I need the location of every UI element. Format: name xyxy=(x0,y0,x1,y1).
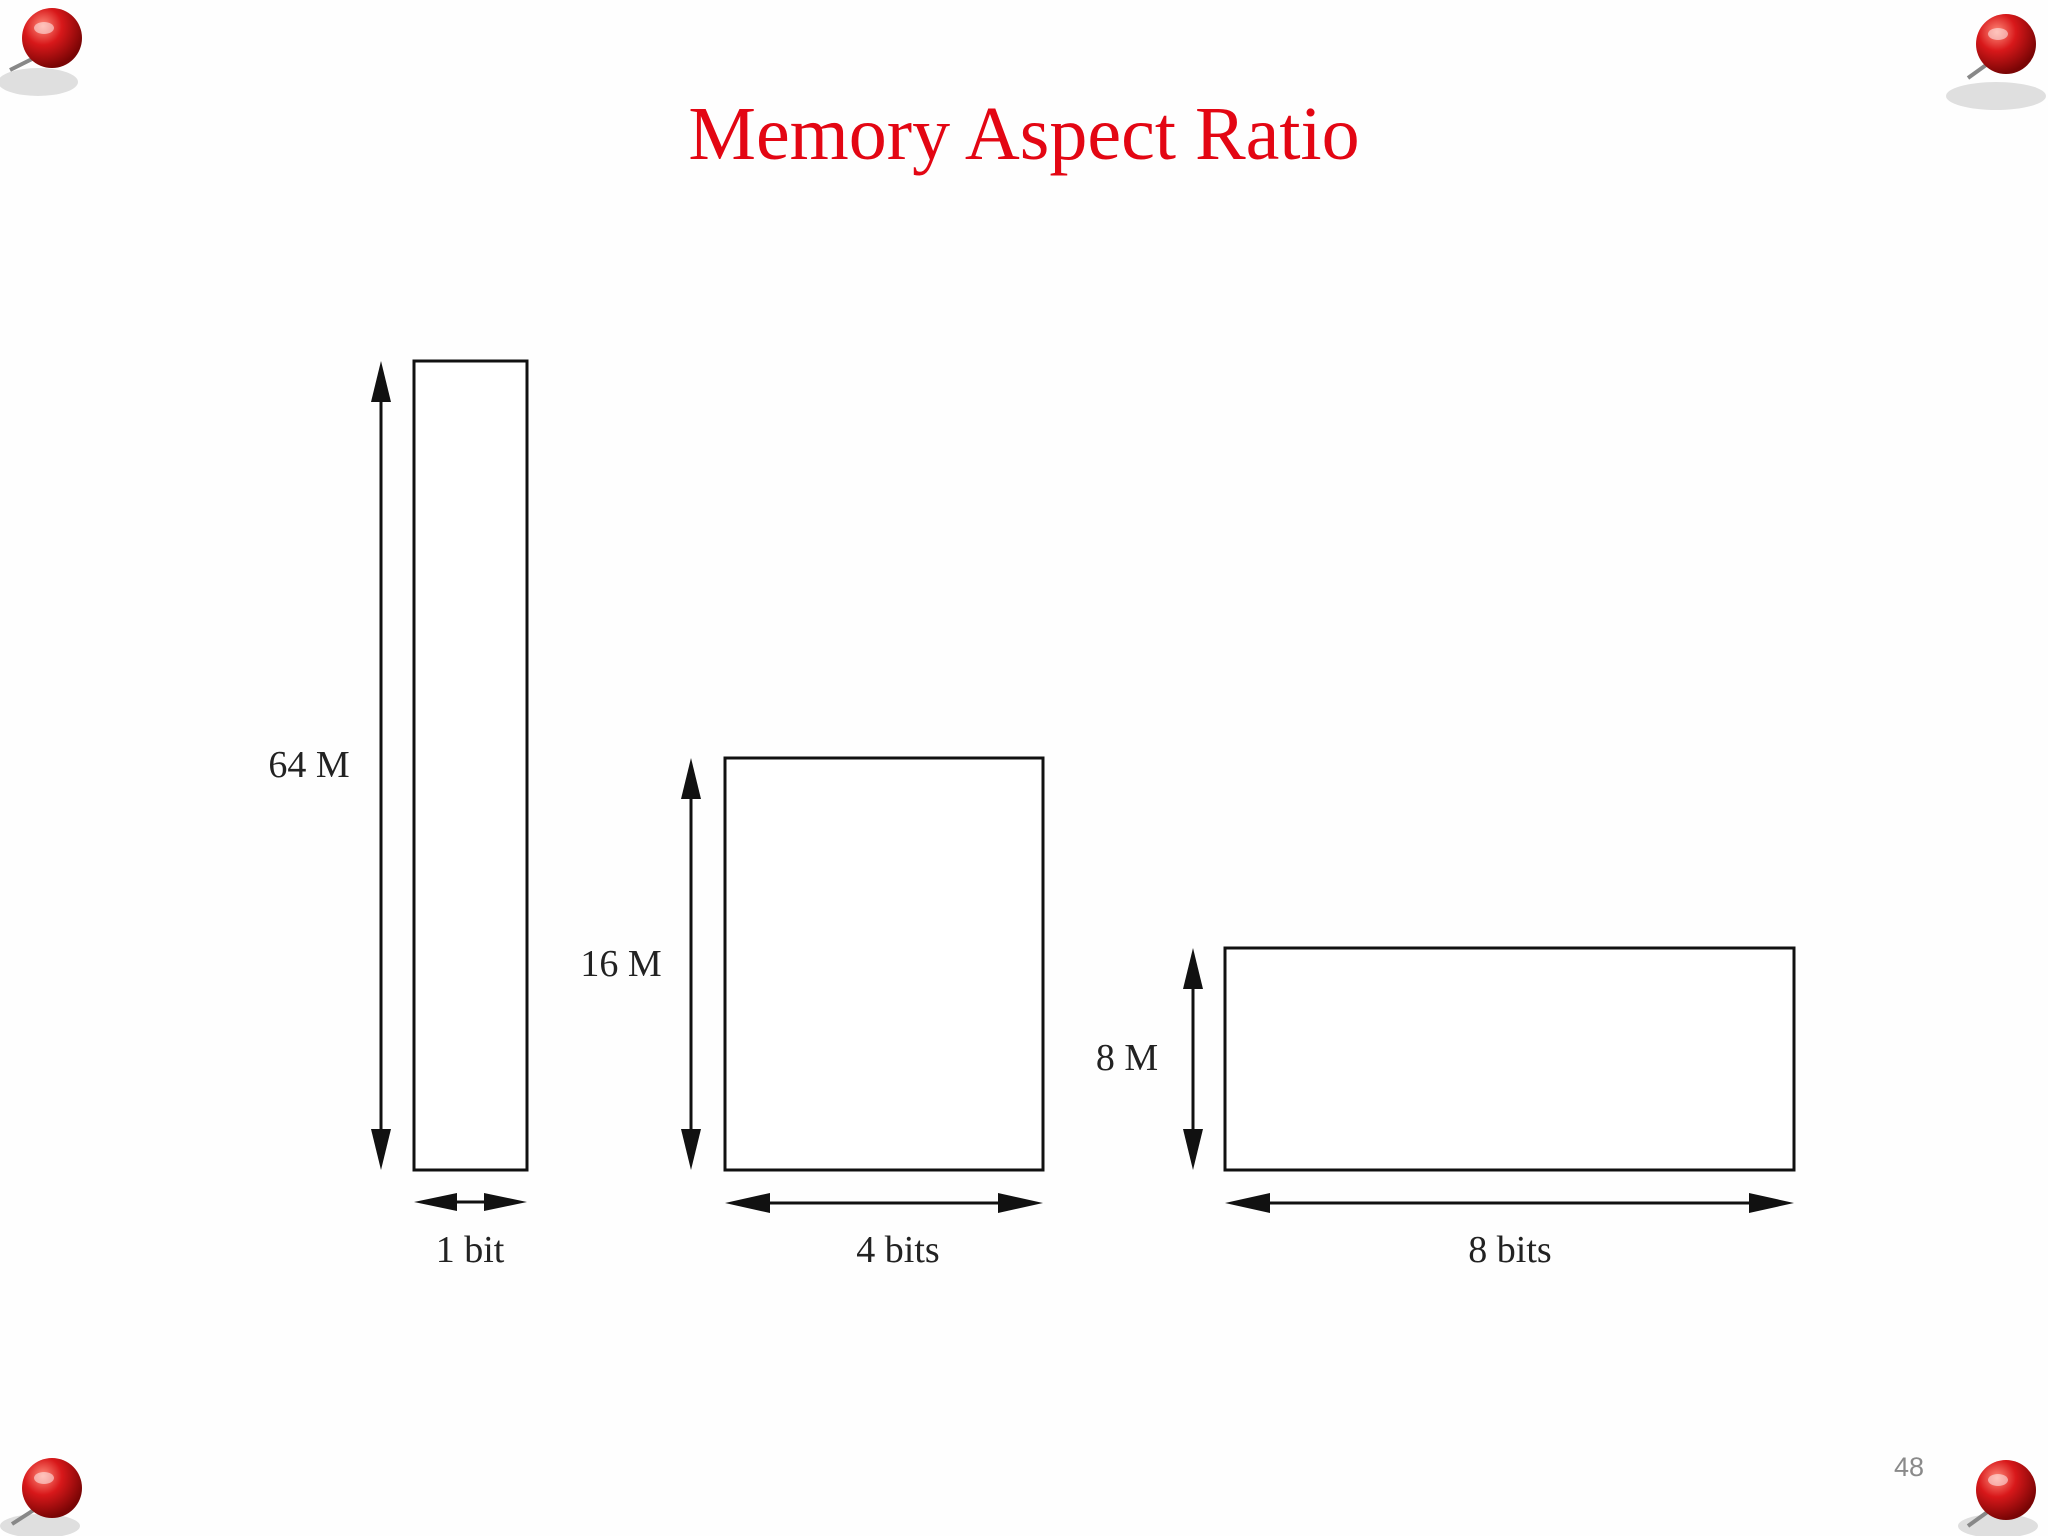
pushpin-icon xyxy=(1958,1460,2038,1536)
pushpin-icon xyxy=(0,1458,82,1536)
memory-block xyxy=(1223,946,1796,1172)
width-arrow xyxy=(414,1193,527,1211)
width-label: 8 bits xyxy=(1468,1229,1551,1271)
width-arrow xyxy=(1225,1193,1794,1213)
memory-block xyxy=(412,359,529,1172)
block-16m: 16 M 4 bits xyxy=(580,756,1045,1271)
depth-label: 64 M xyxy=(268,744,349,786)
page-number: 48 xyxy=(1893,1452,1924,1482)
width-label: 1 bit xyxy=(436,1229,505,1271)
depth-label: 8 M xyxy=(1096,1037,1158,1079)
depth-arrow xyxy=(1183,948,1203,1170)
block-8m: 8 M 8 bits xyxy=(1096,946,1796,1271)
pushpin-icon xyxy=(0,8,82,96)
depth-arrow xyxy=(371,361,391,1170)
width-label: 4 bits xyxy=(856,1229,939,1271)
depth-label: 16 M xyxy=(580,943,661,985)
memory-block xyxy=(723,756,1045,1172)
block-64m: 64 M 1 bit xyxy=(268,359,529,1271)
pushpin-icon xyxy=(1946,14,2046,110)
slide-title: Memory Aspect Ratio xyxy=(688,92,1360,176)
depth-arrow xyxy=(681,758,701,1170)
width-arrow xyxy=(725,1193,1043,1213)
